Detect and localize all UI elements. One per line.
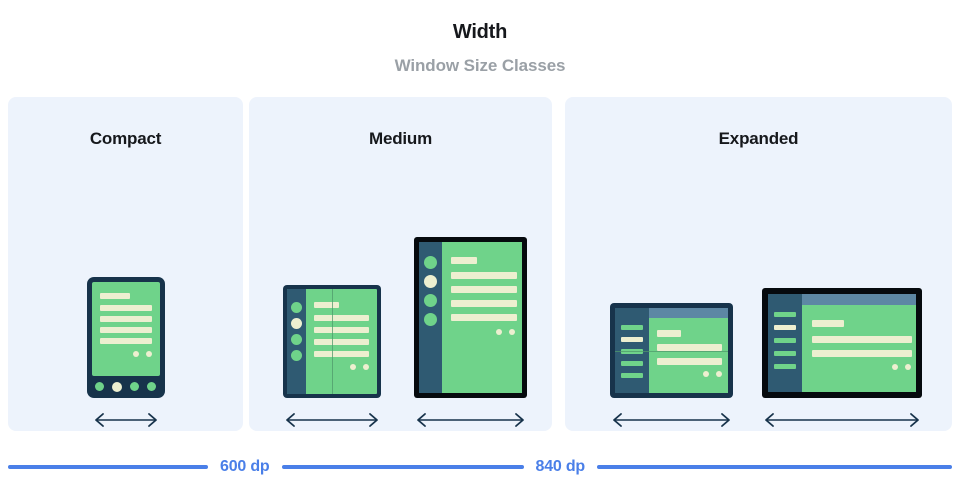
content-line [99,293,130,299]
width-arrow-tablet-portrait [414,409,527,431]
content-line [314,351,369,357]
foldable-portrait-screen [287,289,377,394]
content-line [451,314,517,321]
breakpoint-label-840: 840 dp [535,458,586,475]
rail-item [621,361,643,366]
device-foldable-landscape [610,303,733,398]
rail-item-selected [774,325,796,330]
content-line [812,320,844,327]
panel-label-compact: Compact [89,129,162,148]
breakpoint-scale-row: 600 dp 840 dp [8,458,952,475]
rail-item-selected [424,275,437,288]
device-tablet-portrait [414,237,527,398]
content-line [451,272,517,279]
page-subtitle: Window Size Classes [394,56,566,75]
navigation-rail [768,294,802,392]
content-line [314,339,369,345]
panel-label-medium: Medium [368,129,433,148]
navbar-item [146,382,156,391]
content-dot [509,329,515,335]
foldable-landscape-screen [615,308,728,393]
navbar-item-selected [112,381,123,392]
tablet-landscape-screen [768,294,916,392]
content-line [657,330,681,337]
content-dot [350,364,356,370]
rail-item [424,256,437,269]
panel-compact: Compact [8,97,243,431]
content-dot [716,371,722,377]
content-line [99,327,152,333]
app-bar [649,308,728,318]
rail-item [774,338,796,343]
device-stage-medium [249,171,552,431]
panel-label-expanded: Expanded [718,129,799,148]
chart-header: Width Window Size Classes [0,0,960,90]
rail-item [774,364,796,369]
content-dot [496,329,502,335]
rail-item-selected [621,337,643,342]
rail-item [291,350,302,361]
content-line [99,316,152,322]
phone-bottom-navbar [91,378,160,395]
fold-crease [615,350,728,352]
size-class-panels: Compact [8,97,952,431]
device-tablet-landscape [762,288,922,398]
width-arrow-foldable-landscape [610,409,733,431]
content-line [314,327,369,333]
content-dot [892,364,898,370]
rail-item [621,325,643,330]
navigation-rail [419,242,442,393]
rail-item [424,313,437,326]
content-line [451,300,517,307]
content-dot [905,364,911,370]
scale-bar [281,465,524,469]
rail-item [621,373,643,378]
panel-medium: Medium [249,97,552,431]
device-stage-expanded [565,171,952,431]
rail-item-selected [291,318,302,329]
navbar-item [95,382,105,391]
width-arrow-foldable-portrait [283,409,381,431]
rail-item [291,302,302,313]
navbar-item [129,382,139,391]
content-line [812,350,912,357]
width-arrow-tablet-landscape [762,409,922,431]
scale-bar [8,465,208,469]
device-phone-portrait [86,277,165,398]
content-dot [363,364,369,370]
content-line [314,302,339,308]
fold-crease [332,289,333,394]
content-line [812,336,912,343]
content-line [451,286,517,293]
rail-item [621,349,643,354]
rail-item [424,294,437,307]
content-dot [132,351,139,357]
content-line [99,338,152,344]
rail-item [291,334,302,345]
content-dot [145,351,152,357]
breakpoint-label-600: 600 dp [220,458,270,475]
panel-expanded: Expanded [565,97,952,431]
content-line [657,358,722,365]
phone-screen [91,282,160,376]
rail-item [774,351,796,356]
rail-item [774,312,796,317]
width-arrow-phone [92,409,160,431]
device-stage-compact [8,171,243,431]
breakpoint-scale: 600 dp 840 dp [0,440,960,494]
content-line [657,344,722,351]
content-line [451,257,477,264]
navigation-rail [287,289,306,394]
app-bar [802,294,916,305]
content-line [314,315,369,321]
device-foldable-portrait [283,285,381,398]
content-dot [703,371,709,377]
tablet-portrait-screen [419,242,522,393]
content-line [99,305,152,311]
scale-bar [597,465,952,469]
page-title: Width [452,21,508,43]
